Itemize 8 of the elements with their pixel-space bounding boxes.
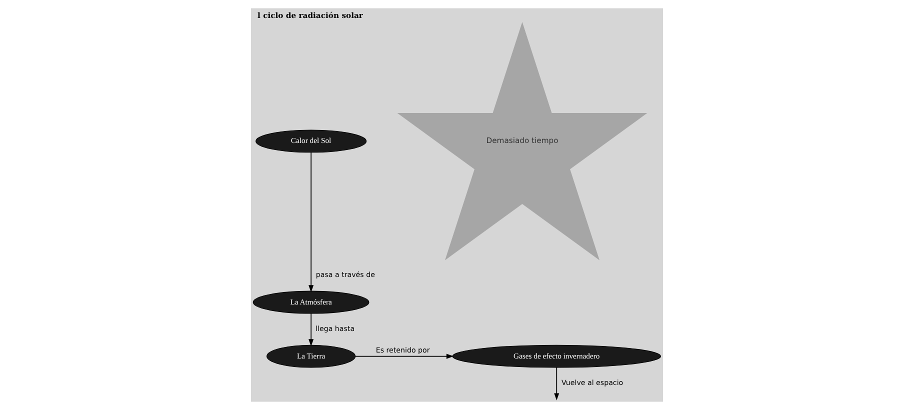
arrow [308, 313, 314, 346]
node-ellipse: Gases de efecto invernadero [452, 344, 662, 368]
arrow [308, 152, 314, 292]
arrow [554, 367, 560, 400]
arrow [355, 354, 454, 359]
node-ellipse: Calor del Sol [256, 130, 367, 153]
node-ellipse: La Tierra [266, 344, 356, 368]
node-ellipse: La Atmósfera [252, 290, 370, 314]
